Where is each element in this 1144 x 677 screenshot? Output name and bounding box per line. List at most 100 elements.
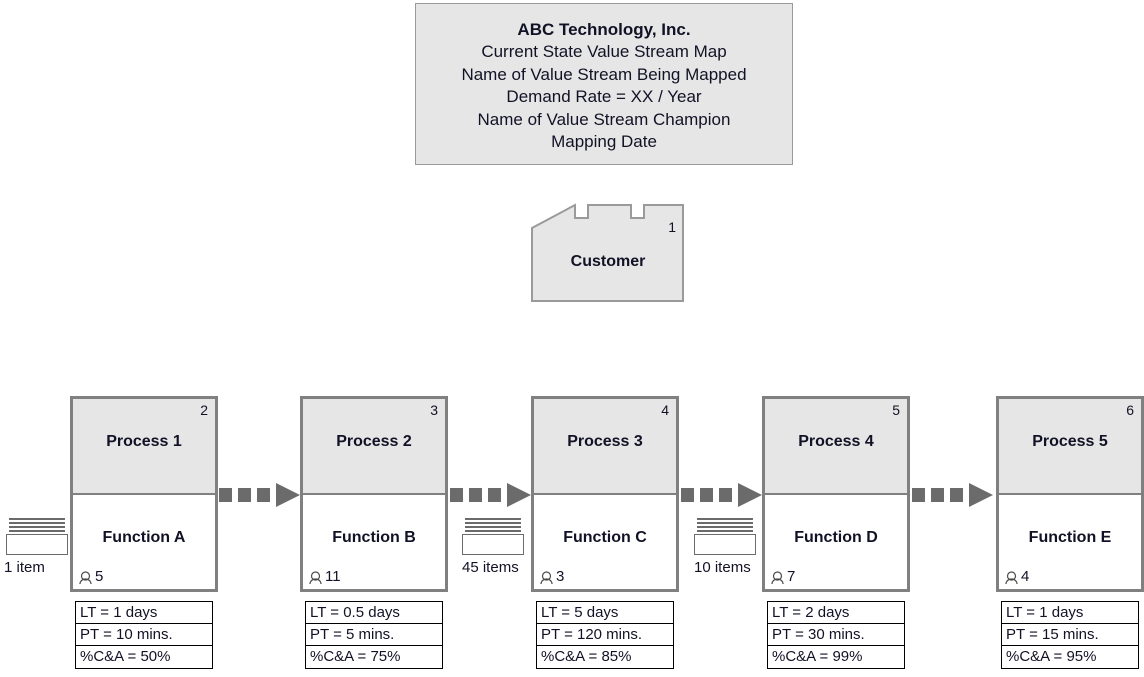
arrow-head-icon (507, 483, 531, 507)
arrow-dash (681, 488, 694, 502)
process-number-4: 5 (892, 402, 900, 418)
arrow-dash (219, 488, 232, 502)
process-function-1: Function A (102, 529, 186, 546)
process-operators-5: 4 (1004, 568, 1029, 585)
operator-count-5: 4 (1021, 568, 1030, 585)
inventory-label-2: 45 items (462, 559, 519, 576)
process-number-1: 2 (200, 402, 208, 418)
process-function-4: Function D (794, 529, 878, 546)
data-row-lt-4: LT = 2 days (768, 602, 904, 624)
data-row-ca-5: %C&A = 95% (1006, 648, 1097, 665)
inventory-icon (9, 518, 65, 532)
title-line-stream-name: Name of Value Stream Being Mapped (461, 64, 747, 84)
inventory-stack (462, 534, 524, 555)
title-line-demand-rate: Demand Rate = XX / Year (506, 87, 702, 106)
push-arrow-4 (912, 483, 997, 507)
process-operators-4: 7 (770, 568, 795, 585)
title-line-mapping-date: Mapping Date (551, 132, 657, 151)
inventory-label-1: 1 item (4, 559, 45, 576)
inventory-label-3: 10 items (694, 559, 751, 576)
operator-count-4: 7 (787, 568, 796, 585)
operator-icon (770, 570, 785, 585)
process-name-1: Process 1 (106, 433, 182, 450)
arrow-dash (931, 488, 944, 502)
process-box-5[interactable]: 6 Process 5 Function E 4 (996, 396, 1144, 592)
data-row-lt-2: LT = 0.5 days (306, 602, 442, 624)
data-row-ca-3: %C&A = 85% (541, 648, 632, 665)
process-header-2: 3 Process 2 (303, 399, 445, 495)
title-line-map-type: Current State Value Stream Map (481, 42, 727, 61)
process-box-1[interactable]: 2 Process 1 Function A 5 (70, 396, 218, 592)
data-box-1: LT = 1 days PT = 10 mins. %C&A = 50% (75, 601, 213, 669)
data-row-pt-3: PT = 120 mins. (537, 624, 673, 646)
customer-label: Customer (570, 253, 646, 270)
data-row-lt-3: LT = 5 days (537, 602, 673, 624)
data-row-lt-1: LT = 1 days (76, 602, 212, 624)
process-name-3: Process 3 (567, 433, 643, 450)
push-arrow-2 (450, 483, 532, 507)
arrow-dash (719, 488, 732, 502)
process-header-1: 2 Process 1 (73, 399, 215, 495)
process-body-4: Function D 7 (765, 495, 907, 589)
inventory-icon (465, 518, 521, 532)
process-box-3[interactable]: 4 Process 3 Function C 3 (531, 396, 679, 592)
operator-icon (539, 570, 554, 585)
data-row-pt-4: PT = 30 mins. (768, 624, 904, 646)
title-line-champion: Name of Value Stream Champion (477, 109, 731, 129)
data-box-4: LT = 2 days PT = 30 mins. %C&A = 99% (767, 601, 905, 669)
process-body-3: Function C 3 (534, 495, 676, 589)
arrow-head-icon (276, 483, 300, 507)
process-body-1: Function A 5 (73, 495, 215, 589)
arrow-head-icon (969, 483, 993, 507)
process-function-3: Function C (563, 529, 647, 546)
arrow-dash (469, 488, 482, 502)
data-row-lt-5: LT = 1 days (1002, 602, 1138, 624)
process-number-3: 4 (661, 402, 669, 418)
push-arrow-1 (219, 483, 301, 507)
arrow-dash (488, 488, 501, 502)
inventory-1: 1 item (4, 518, 68, 576)
operator-count-1: 5 (95, 568, 104, 585)
factory-icon (531, 203, 684, 302)
process-number-5: 6 (1126, 402, 1134, 418)
operator-count-3: 3 (556, 568, 565, 585)
data-row-pt-5: PT = 15 mins. (1002, 624, 1138, 646)
operator-count-2: 11 (325, 568, 341, 585)
process-body-5: Function E 4 (999, 495, 1141, 589)
data-row-ca-1: %C&A = 50% (80, 648, 171, 665)
operator-icon (1004, 570, 1019, 585)
process-body-2: Function B 11 (303, 495, 445, 589)
inventory-stack (6, 534, 68, 555)
process-header-4: 5 Process 4 (765, 399, 907, 495)
inventory-stack (694, 534, 756, 555)
push-arrow-3 (681, 483, 763, 507)
process-box-2[interactable]: 3 Process 2 Function B 11 (300, 396, 448, 592)
data-row-pt-1: PT = 10 mins. (76, 624, 212, 646)
arrow-dash (450, 488, 463, 502)
process-number-2: 3 (430, 402, 438, 418)
arrow-dash (950, 488, 963, 502)
inventory-2: 45 items (462, 518, 524, 576)
customer-shape: 1 Customer (531, 203, 685, 303)
process-function-2: Function B (332, 529, 416, 546)
process-operators-1: 5 (78, 568, 103, 585)
data-row-ca-4: %C&A = 99% (772, 648, 863, 665)
process-header-5: 6 Process 5 (999, 399, 1141, 495)
data-box-3: LT = 5 days PT = 120 mins. %C&A = 85% (536, 601, 674, 669)
arrow-head-icon (738, 483, 762, 507)
process-name-4: Process 4 (798, 433, 874, 450)
inventory-icon (697, 518, 753, 532)
arrow-dash (257, 488, 270, 502)
operator-icon (78, 570, 93, 585)
title-box: ABC Technology, Inc. Current State Value… (415, 3, 793, 165)
process-name-2: Process 2 (336, 433, 412, 450)
process-name-5: Process 5 (1032, 433, 1108, 450)
process-box-4[interactable]: 5 Process 4 Function D 7 (762, 396, 910, 592)
customer-number: 1 (668, 219, 676, 235)
inventory-3: 10 items (694, 518, 756, 576)
process-operators-3: 3 (539, 568, 564, 585)
process-function-5: Function E (1028, 529, 1112, 546)
title-line-company: ABC Technology, Inc. (517, 19, 691, 39)
arrow-dash (700, 488, 713, 502)
arrow-dash (912, 488, 925, 502)
